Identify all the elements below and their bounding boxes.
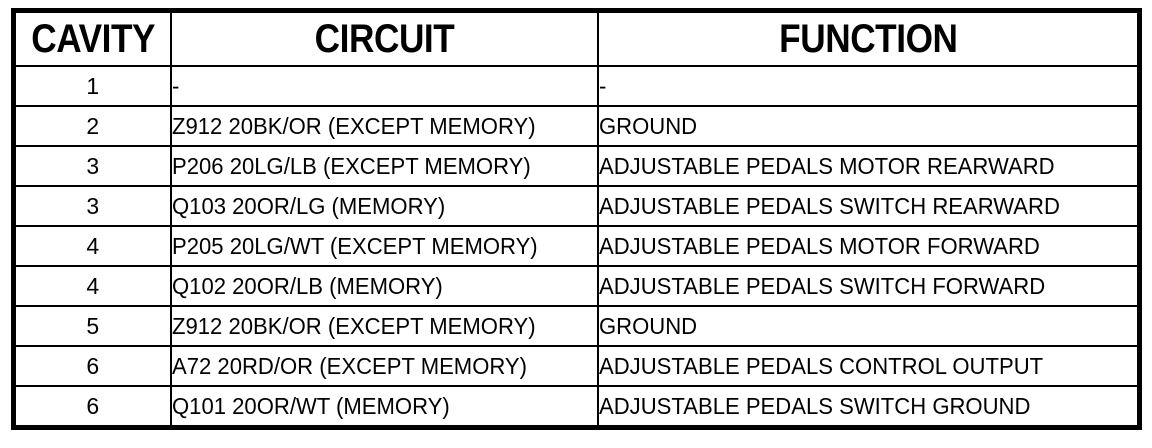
cell-function: ADJUSTABLE PEDALS SWITCH GROUND [596, 385, 1141, 429]
table-body: 1 - - 2 Z912 20BK/OR (EXCEPT MEMORY) GRO… [12, 65, 1141, 429]
cavity-value: 3 [86, 152, 100, 179]
cell-circuit: Z912 20BK/OR (EXCEPT MEMORY) [169, 305, 599, 347]
circuit-value: A72 20RD/OR (EXCEPT MEMORY) [171, 352, 527, 379]
cell-function: ADJUSTABLE PEDALS MOTOR FORWARD [596, 225, 1141, 267]
cell-circuit: P205 20LG/WT (EXCEPT MEMORY) [169, 225, 599, 267]
table-row: 1 - - [12, 65, 1141, 107]
table-row: 6 A72 20RD/OR (EXCEPT MEMORY) ADJUSTABLE… [12, 345, 1141, 387]
function-value: ADJUSTABLE PEDALS SWITCH REARWARD [598, 192, 1060, 219]
circuit-value: P205 20LG/WT (EXCEPT MEMORY) [171, 232, 538, 259]
cavity-value: 3 [86, 192, 100, 219]
circuit-value: Q103 20OR/LG (MEMORY) [171, 192, 445, 219]
cell-circuit: A72 20RD/OR (EXCEPT MEMORY) [169, 345, 599, 387]
cell-function: GROUND [596, 305, 1141, 347]
cavity-value: 1 [86, 72, 100, 99]
table-row: 4 Q102 20OR/LB (MEMORY) ADJUSTABLE PEDAL… [12, 265, 1141, 307]
column-header-cavity-label: CAVITY [30, 17, 155, 61]
cell-cavity: 5 [12, 305, 172, 347]
cell-function: ADJUSTABLE PEDALS SWITCH FORWARD [596, 265, 1141, 307]
cavity-value: 2 [86, 112, 100, 139]
function-value: ADJUSTABLE PEDALS MOTOR FORWARD [598, 232, 1040, 259]
cell-circuit: Q101 20OR/WT (MEMORY) [169, 385, 599, 429]
cell-circuit: Z912 20BK/OR (EXCEPT MEMORY) [169, 105, 599, 147]
function-value: ADJUSTABLE PEDALS SWITCH FORWARD [598, 272, 1045, 299]
column-header-function-label: FUNCTION [778, 17, 958, 61]
function-value: GROUND [598, 312, 697, 339]
cell-circuit: P206 20LG/LB (EXCEPT MEMORY) [169, 145, 599, 187]
cavity-value: 6 [86, 392, 100, 419]
column-header-cavity: CAVITY [22, 9, 162, 67]
table-row: 3 Q103 20OR/LG (MEMORY) ADJUSTABLE PEDAL… [12, 185, 1141, 227]
cell-circuit: - [169, 65, 599, 107]
circuit-value: Z912 20BK/OR (EXCEPT MEMORY) [171, 112, 536, 139]
table-row: 4 P205 20LG/WT (EXCEPT MEMORY) ADJUSTABL… [12, 225, 1141, 267]
cell-cavity: 6 [12, 385, 172, 429]
function-value: ADJUSTABLE PEDALS CONTROL OUTPUT [598, 352, 1043, 379]
cell-cavity: 4 [12, 265, 172, 307]
column-header-circuit: CIRCUIT [195, 9, 573, 67]
cavity-value: 6 [86, 352, 100, 379]
table-row: 6 Q101 20OR/WT (MEMORY) ADJUSTABLE PEDAL… [12, 385, 1141, 429]
cell-cavity: 6 [12, 345, 172, 387]
circuit-value: P206 20LG/LB (EXCEPT MEMORY) [171, 152, 531, 179]
cavity-value: 4 [86, 232, 100, 259]
table-row: 2 Z912 20BK/OR (EXCEPT MEMORY) GROUND [12, 105, 1141, 147]
connector-pinout-table: CAVITY CIRCUIT FUNCTION 1 - - 2 Z912 20B… [11, 8, 1142, 430]
cell-circuit: Q102 20OR/LB (MEMORY) [169, 265, 599, 307]
column-header-circuit-label: CIRCUIT [314, 17, 454, 61]
cell-function: ADJUSTABLE PEDALS SWITCH REARWARD [596, 185, 1141, 227]
cell-function: - [596, 65, 1141, 107]
table-header-row: CAVITY CIRCUIT FUNCTION [14, 9, 1140, 67]
column-header-function: FUNCTION [629, 9, 1108, 67]
function-value: - [598, 72, 606, 99]
cell-function: ADJUSTABLE PEDALS MOTOR REARWARD [596, 145, 1141, 187]
circuit-value: Q102 20OR/LB (MEMORY) [171, 272, 443, 299]
circuit-value: Z912 20BK/OR (EXCEPT MEMORY) [171, 312, 536, 339]
circuit-value: Q101 20OR/WT (MEMORY) [171, 392, 450, 419]
cell-cavity: 1 [12, 65, 172, 107]
cavity-value: 4 [86, 272, 100, 299]
cell-cavity: 2 [12, 105, 172, 147]
table-row: 3 P206 20LG/LB (EXCEPT MEMORY) ADJUSTABL… [12, 145, 1141, 187]
cell-cavity: 4 [12, 225, 172, 267]
cavity-value: 5 [86, 312, 100, 339]
table-header: CAVITY CIRCUIT FUNCTION [14, 9, 1140, 67]
cell-function: ADJUSTABLE PEDALS CONTROL OUTPUT [596, 345, 1141, 387]
function-value: GROUND [598, 112, 697, 139]
table-row: 5 Z912 20BK/OR (EXCEPT MEMORY) GROUND [12, 305, 1141, 347]
circuit-value: - [171, 72, 179, 99]
cell-circuit: Q103 20OR/LG (MEMORY) [169, 185, 599, 227]
cell-cavity: 3 [12, 145, 172, 187]
function-value: ADJUSTABLE PEDALS SWITCH GROUND [598, 392, 1030, 419]
function-value: ADJUSTABLE PEDALS MOTOR REARWARD [598, 152, 1055, 179]
cell-function: GROUND [596, 105, 1141, 147]
cell-cavity: 3 [12, 185, 172, 227]
